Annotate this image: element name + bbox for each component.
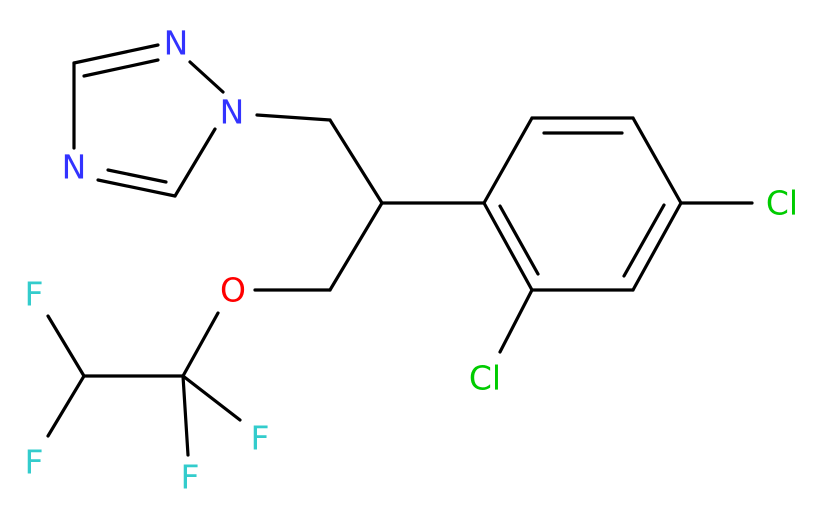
bond-ar6-ar1	[482, 201, 534, 292]
atom-n1: N	[220, 93, 245, 132]
bond-ar4-ar5-inner	[622, 203, 666, 278]
bond-ar1-ar2	[482, 116, 534, 205]
bond-ch2-ch	[328, 118, 384, 205]
bond-ch-ch2o	[328, 201, 384, 292]
atom-f-bottom: F	[181, 458, 200, 497]
bond-chf2-f-left	[46, 374, 86, 438]
bond-n1-ch2	[255, 113, 332, 122]
bond-ar4-ar5	[631, 201, 683, 292]
atom-f-left: F	[25, 443, 44, 482]
bond-chf2-f-top	[46, 314, 86, 378]
bond-c5-n4-inner	[106, 168, 168, 184]
bond-ar6-ar1-inner	[498, 204, 540, 276]
bond-cf2-f-right	[181, 374, 242, 422]
atom-n-top: N	[164, 24, 189, 63]
atom-cl-bottom: Cl	[469, 359, 501, 398]
bond-c3-n2	[72, 43, 160, 65]
bond-o-cf2	[181, 311, 220, 378]
atom-o: O	[220, 271, 246, 310]
atom-cl-right: Cl	[766, 184, 798, 223]
bond-c5-n4	[96, 178, 177, 198]
bond-ar3-ar4	[631, 116, 683, 205]
bond-ar6-cl	[498, 288, 534, 354]
bond-cf2-f-bottom	[181, 374, 190, 457]
bond-n1-c5	[173, 127, 217, 198]
atom-f-top: F	[25, 275, 44, 314]
atom-f-right: F	[251, 419, 270, 458]
bond-c3-n2-inner	[82, 58, 160, 78]
bond-n-top-n1	[188, 60, 225, 94]
atom-n-left: N	[62, 148, 87, 187]
